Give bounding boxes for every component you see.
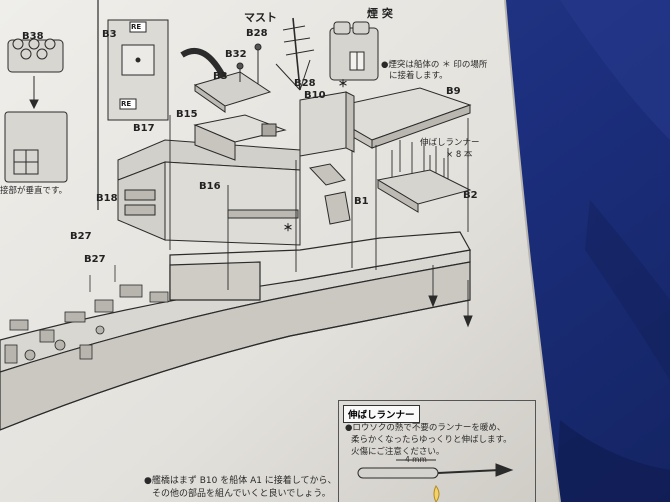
deck-fittings <box>4 265 169 364</box>
stretched-runner-line-1: ●ロウソクの熱で不要のランナーを暖め、 <box>345 423 506 433</box>
part-b3-sheet <box>107 19 169 121</box>
note-funnel-1: ●煙突は船体の ＊ 印の場所 <box>381 60 488 70</box>
stretched-runner-line-3: 火傷にご注意ください。 <box>351 447 445 457</box>
note-runner-2: × 8 本 <box>446 150 473 160</box>
part-b38-diagram <box>4 38 68 183</box>
label-b15: B15 <box>176 109 198 120</box>
label-mast: マスト <box>244 11 277 24</box>
label-b3-mid: B3 <box>213 71 228 82</box>
mast-diagram <box>275 17 315 91</box>
label-b1: B1 <box>354 196 369 207</box>
label-b18: B18 <box>96 193 118 204</box>
label-b2: B2 <box>463 190 478 201</box>
label-b38: B38 <box>22 31 44 42</box>
label-re-top: RE <box>131 23 142 31</box>
label-b27-bottom: B27 <box>84 254 106 265</box>
funnel-diagram <box>329 21 379 81</box>
label-b16: B16 <box>199 181 221 192</box>
stretched-runner-dimension: 4 mm <box>405 455 427 464</box>
label-asterisk-1: ＊ <box>338 79 348 90</box>
label-b3-top: B3 <box>102 29 117 40</box>
ship-hull <box>0 231 471 431</box>
note-left-fragment: 接部が垂直です。 <box>0 186 68 196</box>
stretched-runner-box: 伸ばしランナー ●ロウソクの熱で不要のランナーを暖め、 柔らかくなったらゆっくり… <box>338 400 536 502</box>
label-asterisk-2: ＊ <box>283 223 293 234</box>
label-b10: B10 <box>304 90 326 101</box>
label-b9: B9 <box>446 86 461 97</box>
stretched-runner-box-title: 伸ばしランナー <box>343 405 420 423</box>
label-b32: B32 <box>225 49 247 60</box>
assembly-guide-lines <box>169 115 469 320</box>
label-b17: B17 <box>133 123 155 134</box>
label-b28-mid: B28 <box>294 78 316 89</box>
note-bottom-2: その他の部品を組んでいくと良いでしょう。 <box>152 489 331 499</box>
stretched-runner-line-2: 柔らかくなったらゆっくりと伸ばします。 <box>351 435 512 445</box>
note-funnel-2: に接着します。 <box>389 71 448 81</box>
label-re-bottom: RE <box>121 100 132 108</box>
note-bottom-1: ●艦橋はまず B10 を船体 A1 に接着してから、 <box>144 476 337 486</box>
label-b27-top: B27 <box>70 231 92 242</box>
bridge-superstructure <box>117 114 301 246</box>
label-b28-top: B28 <box>246 28 268 39</box>
label-smokestack: 煙 突 <box>367 7 393 20</box>
note-runner-1: 伸ばしランナー <box>420 138 480 148</box>
runner-tool-illustration <box>357 459 514 502</box>
